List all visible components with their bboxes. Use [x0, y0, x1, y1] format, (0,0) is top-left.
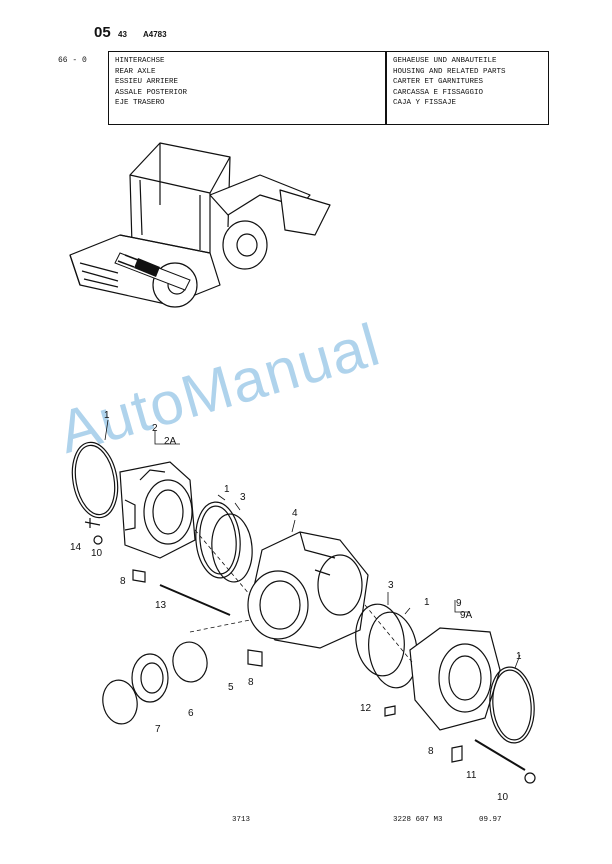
- footer-date: 09.97: [479, 816, 502, 824]
- ring-3-mid: [211, 513, 253, 583]
- title-es: EJE TRASERO: [115, 99, 165, 108]
- callout-9a: 9A: [460, 610, 473, 621]
- rear-axle-highlight: [114, 252, 191, 291]
- subtitle-fr: CARTER ET GARNITURES: [393, 78, 484, 87]
- callout-1-far-right: 1: [516, 651, 522, 662]
- ring-3-right: [355, 603, 405, 677]
- callout-2a: 2A: [164, 436, 177, 447]
- subtitle-de: GEHAEUSE UND ANBAUTEILE: [393, 57, 497, 65]
- callout-1-top: 1: [104, 410, 110, 421]
- callout-1-mid: 1: [224, 484, 230, 495]
- subtitle-en: HOUSING AND RELATED PARTS: [393, 67, 506, 76]
- screw-12: [384, 705, 396, 717]
- o-ring-1-left: [71, 441, 119, 519]
- callout-6: 6: [188, 708, 194, 719]
- callout-8-mid: 8: [248, 677, 254, 688]
- callout-8-left: 8: [120, 576, 126, 587]
- plug-8-mid: [247, 649, 263, 667]
- title-it: ASSALE POSTERIOR: [115, 88, 188, 97]
- section-subnumber: 43: [118, 30, 127, 39]
- callout-10-right: 10: [497, 792, 509, 803]
- callout-8-right: 8: [428, 746, 434, 757]
- washer-10-left: [93, 535, 103, 545]
- title-box-left: HINTERACHSE REAR AXLE ESSIEU ARRIERE ASS…: [108, 51, 386, 125]
- plug-8-right: [451, 745, 463, 763]
- footer-page-code: 3713: [232, 816, 251, 824]
- callout-3-right: 3: [388, 580, 394, 591]
- o-ring-7: [102, 679, 138, 725]
- breather-14: [84, 518, 101, 528]
- plug-8-left: [132, 569, 146, 583]
- subtitle-es: CAJA Y FISSAJE: [393, 99, 457, 108]
- callout-1-right: 1: [424, 597, 430, 608]
- callout-3-mid: 3: [240, 492, 246, 503]
- subtitle-it: CARCASSA E FISSAGGIO: [393, 88, 484, 97]
- bolt-11: [474, 739, 526, 771]
- title-en: REAR AXLE: [115, 67, 156, 76]
- drawing-code: A4783: [143, 30, 167, 39]
- o-ring-1-far-right: [489, 666, 535, 744]
- wheel-loader-illustration: [69, 142, 331, 308]
- callout-4: 4: [292, 508, 298, 519]
- section-number: 05: [94, 24, 111, 41]
- callout-7: 7: [155, 724, 161, 735]
- callout-10-left: 10: [91, 548, 103, 559]
- callout-13: 13: [155, 600, 167, 611]
- exploded-view-drawing: [71, 419, 536, 784]
- o-ring-1-mid: [195, 501, 241, 579]
- callout-14: 14: [70, 542, 82, 553]
- washer-10-right: [524, 772, 536, 784]
- callout-11: 11: [466, 770, 477, 781]
- title-fr: ESSIEU ARRIERE: [115, 78, 179, 87]
- callout-2: 2: [152, 423, 158, 434]
- o-ring-5: [172, 641, 208, 683]
- bolt-13: [159, 584, 231, 616]
- callout-12: 12: [360, 703, 372, 714]
- title-de: HINTERACHSE: [115, 57, 165, 65]
- title-box-right: GEHAEUSE UND ANBAUTEILE HOUSING AND RELA…: [386, 51, 549, 125]
- group-code: 66 - 0: [58, 56, 87, 65]
- callout-5: 5: [228, 682, 234, 693]
- callout-9: 9: [456, 598, 462, 609]
- footer-part-number: 3228 607 M3: [393, 816, 443, 824]
